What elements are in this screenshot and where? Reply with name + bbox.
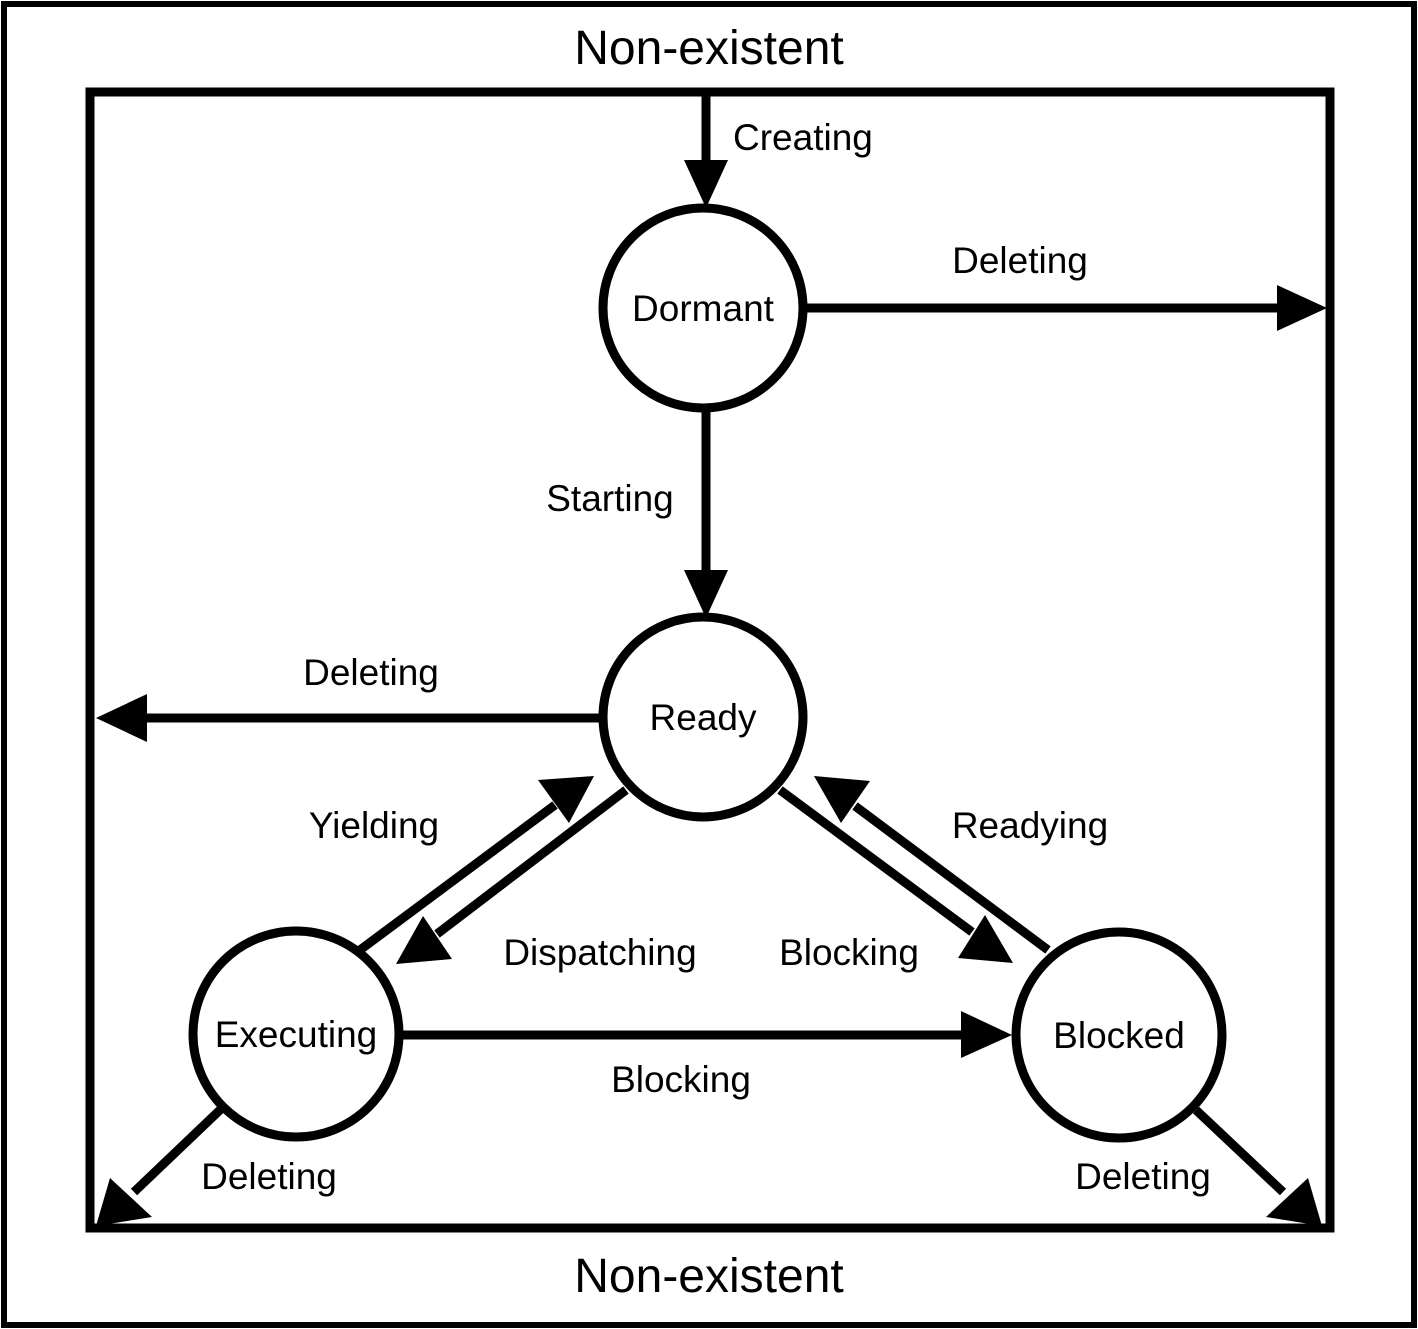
transition-readying [814, 776, 1051, 954]
label-ready-deleting: Deleting [303, 652, 439, 693]
blocked-circle[interactable] [1011, 927, 1227, 1143]
inner-frame [85, 87, 1335, 1233]
executing-circle[interactable] [188, 926, 404, 1142]
transition-readying-arrowhead [814, 776, 870, 823]
label-blocking-ready: Blocking [779, 932, 919, 973]
transition-readying-line [852, 802, 1051, 954]
state-node-dormant[interactable]: Dormant [598, 203, 808, 413]
transition-creating-arrowhead [684, 160, 728, 208]
transition-blocked-deleting-line [1192, 1106, 1287, 1196]
transition-dispatching-arrowhead [396, 916, 452, 964]
transition-blocked-deleting [1192, 1106, 1322, 1226]
dormant-circle[interactable] [598, 203, 808, 413]
transition-ready-deleting-arrowhead [96, 694, 147, 742]
transition-blocked-deleting-arrowhead [1266, 1178, 1322, 1226]
transition-creating [684, 95, 728, 208]
blocked-label: Blocked [1053, 1015, 1185, 1056]
transition-executing-deleting-arrowhead [96, 1178, 152, 1226]
state-node-ready[interactable]: Ready [598, 612, 808, 822]
transition-yielding-line [357, 801, 558, 954]
label-blocked-deleting: Deleting [1075, 1156, 1211, 1197]
transition-blocking-ready [777, 786, 1013, 963]
transition-ready-deleting [96, 694, 602, 742]
dormant-label: Dormant [632, 288, 775, 329]
transition-dispatching [396, 786, 629, 964]
label-yielding: Yielding [309, 805, 439, 846]
executing-label: Executing [215, 1014, 378, 1055]
transition-yielding-arrowhead [538, 776, 594, 823]
transition-dormant-deleting [806, 285, 1327, 331]
transition-executing-deleting-line [130, 1105, 225, 1196]
transition-starting [684, 410, 728, 618]
state-node-executing[interactable]: Executing [188, 926, 404, 1142]
transition-starting-arrowhead [684, 570, 728, 618]
transition-dispatching-line [434, 786, 629, 938]
transition-blocking-executing-arrowhead [961, 1011, 1012, 1058]
transition-blocking-ready-line [777, 786, 975, 936]
label-creating: Creating [733, 117, 873, 158]
label-executing-deleting: Deleting [201, 1156, 337, 1197]
ready-label: Ready [650, 697, 757, 738]
ready-circle[interactable] [598, 612, 808, 822]
label-dispatching: Dispatching [503, 932, 696, 973]
transition-executing-deleting [96, 1105, 225, 1226]
transition-blocking-executing [402, 1011, 1012, 1058]
state-node-blocked[interactable]: Blocked [1011, 927, 1227, 1143]
transition-yielding [357, 776, 594, 954]
label-blocking-executing: Blocking [611, 1059, 751, 1100]
transition-dormant-deleting-arrowhead [1277, 285, 1327, 331]
label-readying: Readying [952, 805, 1108, 846]
zone-label-top: Non-existent [574, 22, 843, 75]
label-starting: Starting [546, 478, 674, 519]
zone-label-bottom: Non-existent [574, 1250, 843, 1303]
label-dormant-deleting: Deleting [952, 240, 1088, 281]
transition-blocking-ready-arrowhead [958, 915, 1013, 963]
